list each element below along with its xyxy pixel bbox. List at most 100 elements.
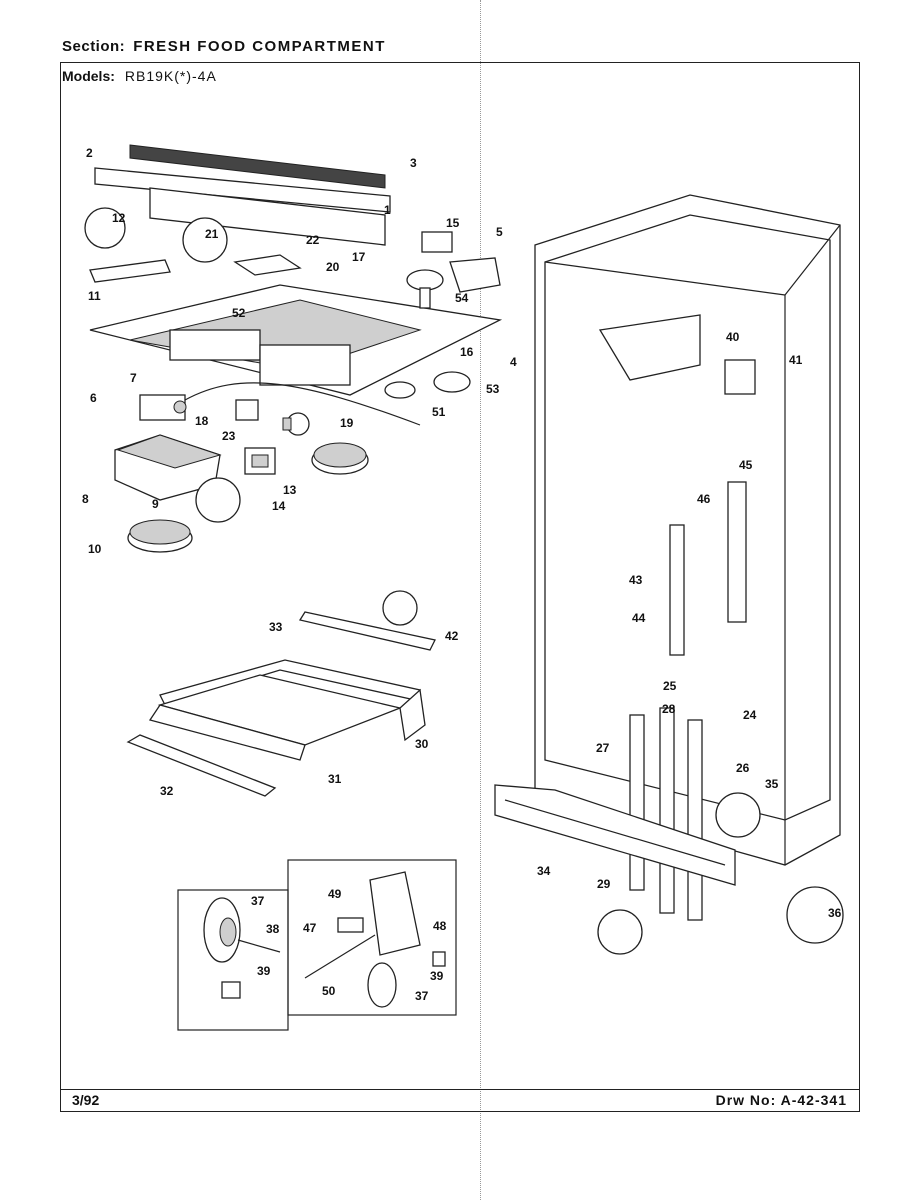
callout-14: 14 bbox=[272, 499, 286, 513]
callout-46: 46 bbox=[697, 492, 711, 506]
grille-34 bbox=[494, 784, 736, 886]
bracket-11 bbox=[89, 259, 171, 283]
callout-23: 23 bbox=[222, 429, 236, 443]
callout-31: 31 bbox=[328, 772, 342, 786]
diffuser-54 bbox=[406, 269, 444, 309]
drawing-frame bbox=[60, 62, 860, 1112]
callout-51: 51 bbox=[432, 405, 446, 419]
knob-10 bbox=[127, 519, 193, 553]
callout-8: 8 bbox=[82, 492, 89, 506]
callout-43: 43 bbox=[629, 573, 643, 587]
drawing-number: Drw No: A-42-341 bbox=[715, 1092, 847, 1108]
callout-7: 7 bbox=[130, 371, 137, 385]
ring-51 bbox=[384, 381, 416, 399]
roller-box-right bbox=[287, 859, 457, 1016]
callout-54: 54 bbox=[455, 291, 469, 305]
callout-29: 29 bbox=[597, 877, 611, 891]
shield-20 bbox=[233, 254, 302, 276]
callout-19: 19 bbox=[340, 416, 354, 430]
callout-5: 5 bbox=[496, 225, 503, 239]
callout-11: 11 bbox=[88, 289, 101, 303]
rail-26 bbox=[687, 719, 703, 921]
cabinet-liner bbox=[534, 194, 841, 866]
callout-35: 35 bbox=[765, 777, 779, 791]
models-label: Models: bbox=[62, 68, 115, 84]
callout-13: 13 bbox=[283, 483, 297, 497]
socket bbox=[235, 399, 259, 421]
callout-20: 20 bbox=[326, 260, 340, 274]
callout-32: 32 bbox=[160, 784, 174, 798]
detail-circle-9 bbox=[195, 477, 241, 523]
callout-labels: 1 2 3 4 5 6 7 8 9 10 11 12 13 14 15 16 1… bbox=[82, 146, 842, 1003]
shelf-trim-33 bbox=[298, 611, 436, 651]
shelf-assembly bbox=[148, 659, 426, 761]
callout-37b: 37 bbox=[415, 989, 429, 1003]
shelf-front-32 bbox=[126, 734, 277, 797]
knob-13 bbox=[311, 442, 369, 475]
section-label: Section: bbox=[62, 38, 126, 55]
models-value: RB19K(*)-4A bbox=[124, 68, 217, 84]
light-bulb bbox=[282, 412, 310, 436]
callout-42: 42 bbox=[445, 629, 459, 643]
callout-47: 47 bbox=[303, 921, 317, 935]
callout-15: 15 bbox=[446, 216, 460, 230]
detail-circle-21 bbox=[182, 217, 228, 263]
callout-17: 17 bbox=[352, 250, 366, 264]
detail-circle-12 bbox=[84, 207, 126, 249]
callout-24: 24 bbox=[743, 708, 757, 722]
footer-date: 3/92 bbox=[72, 1092, 100, 1108]
detail-circle-36 bbox=[786, 886, 844, 944]
callout-9: 9 bbox=[152, 497, 159, 511]
section-value: FRESH FOOD COMPARTMENT bbox=[133, 38, 386, 55]
roller-box-left bbox=[177, 889, 289, 1031]
callout-50: 50 bbox=[322, 984, 336, 998]
control-box bbox=[114, 434, 222, 501]
thermostat-control bbox=[139, 382, 421, 426]
light-shield-bar bbox=[94, 144, 391, 246]
detail-circle-35 bbox=[715, 792, 761, 838]
plug-53 bbox=[433, 371, 471, 393]
callout-33: 33 bbox=[269, 620, 283, 634]
callout-27: 27 bbox=[596, 741, 610, 755]
shelf-support-45 bbox=[727, 481, 747, 623]
air-duct-cover bbox=[449, 257, 501, 293]
light-housing-tray bbox=[89, 284, 503, 396]
callout-3: 3 bbox=[410, 156, 417, 170]
callout-26: 26 bbox=[736, 761, 750, 775]
callout-1: 1 bbox=[384, 203, 391, 217]
callout-28: 28 bbox=[662, 702, 676, 716]
detail-circle-42 bbox=[382, 590, 418, 626]
light-switch bbox=[244, 447, 276, 475]
callout-49: 49 bbox=[328, 887, 342, 901]
callout-39a: 39 bbox=[257, 964, 271, 978]
callout-41: 41 bbox=[789, 353, 803, 367]
callout-53: 53 bbox=[486, 382, 500, 396]
footer-rule bbox=[60, 1089, 860, 1090]
rail-27 bbox=[629, 714, 645, 891]
damper-15 bbox=[421, 231, 453, 253]
callout-10: 10 bbox=[88, 542, 102, 556]
callout-38: 38 bbox=[266, 922, 280, 936]
callout-16: 16 bbox=[460, 345, 474, 359]
callout-34: 34 bbox=[537, 864, 551, 878]
section-heading: Section: FRESH FOOD COMPARTMENT bbox=[62, 38, 386, 55]
callout-48: 48 bbox=[433, 919, 447, 933]
callout-25: 25 bbox=[663, 679, 677, 693]
support-43 bbox=[669, 524, 685, 656]
callout-30: 30 bbox=[415, 737, 429, 751]
callout-18: 18 bbox=[195, 414, 209, 428]
callout-2: 2 bbox=[86, 146, 93, 160]
callout-37a: 37 bbox=[251, 894, 265, 908]
fold-line bbox=[480, 0, 481, 1200]
callout-39b: 39 bbox=[430, 969, 444, 983]
callout-21: 21 bbox=[205, 227, 219, 241]
callout-40: 40 bbox=[726, 330, 740, 344]
callout-12: 12 bbox=[112, 211, 126, 225]
callout-52: 52 bbox=[232, 306, 246, 320]
callout-45: 45 bbox=[739, 458, 753, 472]
detail-circle-29 bbox=[597, 909, 643, 955]
callout-36: 36 bbox=[828, 906, 842, 920]
callout-6: 6 bbox=[90, 391, 97, 405]
models-heading: Models: RB19K(*)-4A bbox=[62, 68, 217, 84]
